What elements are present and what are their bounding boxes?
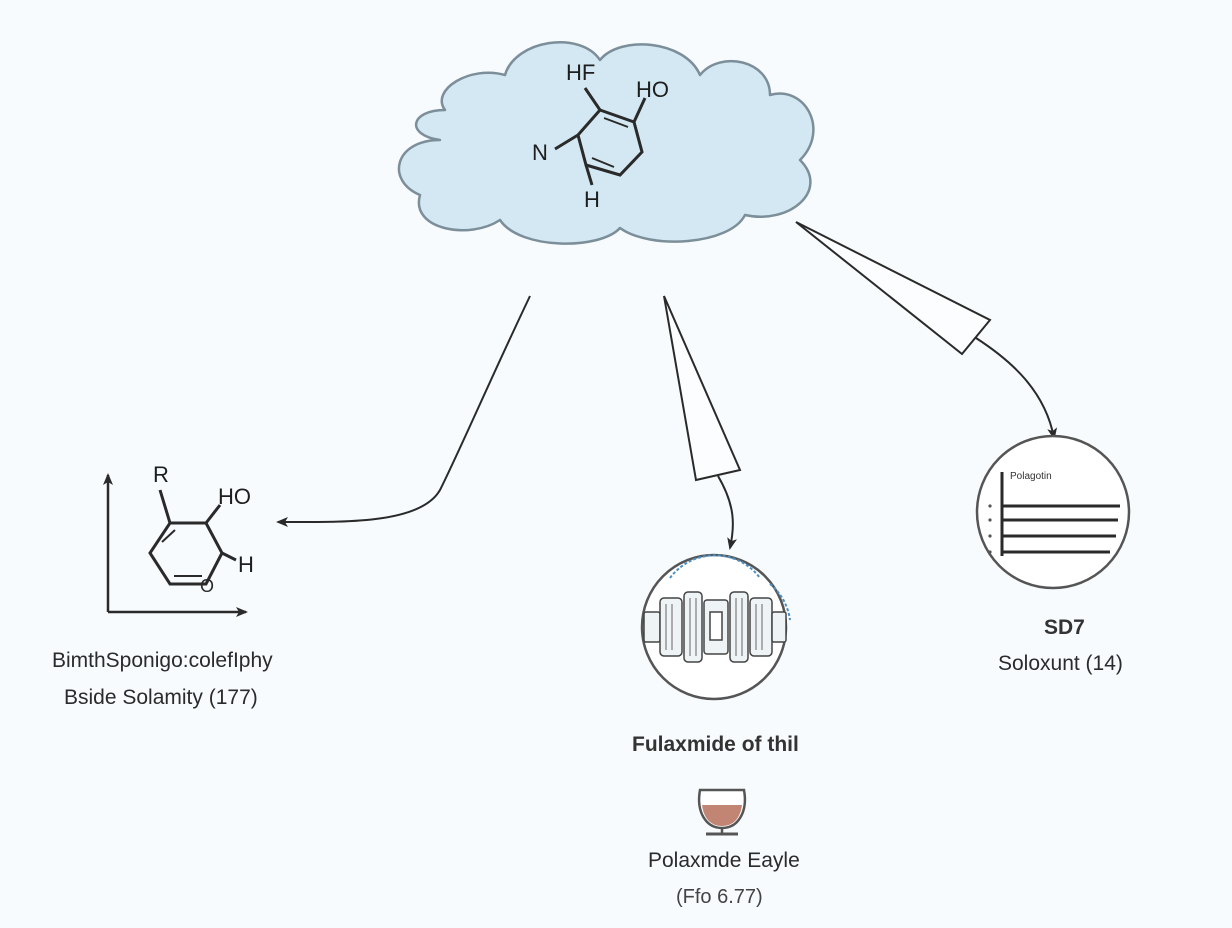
central-molecule <box>554 87 647 186</box>
left-node-diagram <box>103 473 248 617</box>
chart-lines-icon <box>975 434 1131 590</box>
left-caption-line1: BimthSponigo:colefIphy <box>52 649 273 672</box>
central-label-h: H <box>584 187 600 212</box>
machine-gear-icon <box>640 553 791 701</box>
left-label-ho: HO <box>218 484 251 509</box>
central-label-ho: HO <box>636 77 669 102</box>
central-label-n: N <box>532 140 548 165</box>
left-label-r: R <box>153 462 169 487</box>
arrow-to-middle-node <box>663 295 742 550</box>
middle-caption-line1: Polaxmde Eayle <box>648 849 800 872</box>
arrow-to-left-node <box>276 295 531 528</box>
right-chart-heading: Polagotin <box>1010 471 1052 482</box>
right-caption-line2: Soloxunt (14) <box>998 652 1123 675</box>
left-label-h: H <box>238 552 254 577</box>
central-label-hf: HF <box>566 60 596 85</box>
right-caption-line1: SD7 <box>1044 616 1085 639</box>
left-label-o: O <box>200 576 215 596</box>
snifter-glass-icon <box>697 788 747 836</box>
middle-caption-title: Fulaxmide of thil <box>632 733 799 756</box>
left-caption-line2: Bside Solamity (177) <box>64 686 258 709</box>
arrow-to-right-node <box>795 221 1058 440</box>
middle-caption-line2: (Ffo 6.77) <box>676 886 763 908</box>
cloud-shape <box>397 41 815 245</box>
